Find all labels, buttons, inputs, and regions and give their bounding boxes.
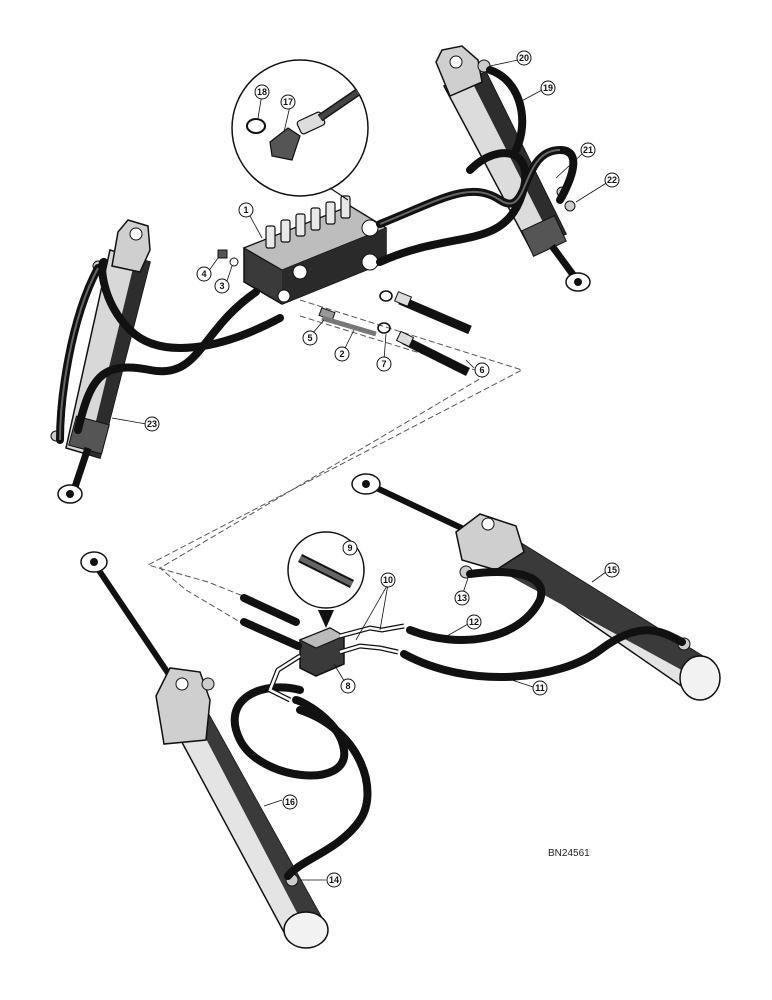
callout-label: 17 [283, 97, 293, 107]
callout-label: 18 [257, 87, 267, 97]
callout-9: 9 [342, 540, 358, 556]
callout-label: 16 [285, 797, 295, 807]
callout-label: 13 [457, 593, 467, 603]
valve-spools [265, 195, 351, 249]
upper-hoses-highlight [59, 149, 561, 441]
callout-label: 10 [383, 575, 393, 585]
tee-block [298, 627, 346, 677]
callout-6: 6 [474, 362, 490, 378]
callout-label: 8 [345, 681, 350, 691]
callout-label: 2 [339, 349, 344, 359]
callout-label: 14 [329, 875, 339, 885]
callout-18: 18 [254, 84, 270, 100]
callout-12: 12 [466, 614, 482, 630]
callout-label: 21 [583, 145, 593, 155]
callout-17: 17 [280, 94, 296, 110]
callout-label: 20 [519, 53, 529, 63]
fitting-detail-circle [231, 59, 369, 201]
drawing-code: BN24561 [548, 848, 590, 859]
steel-lines-inner [268, 624, 405, 702]
callout-20: 20 [516, 50, 532, 66]
callout-label: 4 [201, 269, 206, 279]
control-valve [242, 195, 388, 305]
callout-label: 23 [147, 419, 157, 429]
callout-21: 21 [580, 142, 596, 158]
callout-label: 3 [219, 281, 224, 291]
callout-4: 4 [196, 266, 212, 282]
callout-8: 8 [340, 678, 356, 694]
loose-fittings [217, 249, 393, 337]
callout-label: 7 [381, 359, 386, 369]
callout-label: 12 [469, 617, 479, 627]
callout-label: 9 [347, 543, 352, 553]
callout-14: 14 [326, 872, 342, 888]
lower-hoses [230, 568, 686, 880]
callout-22: 22 [604, 172, 620, 188]
lower-left-cylinder [80, 551, 329, 949]
callout-23: 23 [144, 416, 160, 432]
callout-1: 1 [238, 202, 254, 218]
callout-label: 15 [607, 565, 617, 575]
callout-5: 5 [302, 330, 318, 346]
callout-label: 22 [607, 175, 617, 185]
callout-10: 10 [380, 572, 396, 588]
callout-13: 13 [454, 590, 470, 606]
callout-label: 5 [307, 333, 312, 343]
callout-label: 6 [479, 365, 484, 375]
callout-16: 16 [282, 794, 298, 810]
callout-label: 11 [535, 683, 545, 693]
callout-label: 19 [543, 83, 553, 93]
callout-3: 3 [214, 278, 230, 294]
callout-11: 11 [532, 680, 548, 696]
hose-stubs [393, 291, 472, 377]
callout-label: 1 [243, 205, 248, 215]
callout-15: 15 [604, 562, 620, 578]
callout-7: 7 [376, 356, 392, 372]
callout-19: 19 [540, 80, 556, 96]
callout-2: 2 [334, 346, 350, 362]
